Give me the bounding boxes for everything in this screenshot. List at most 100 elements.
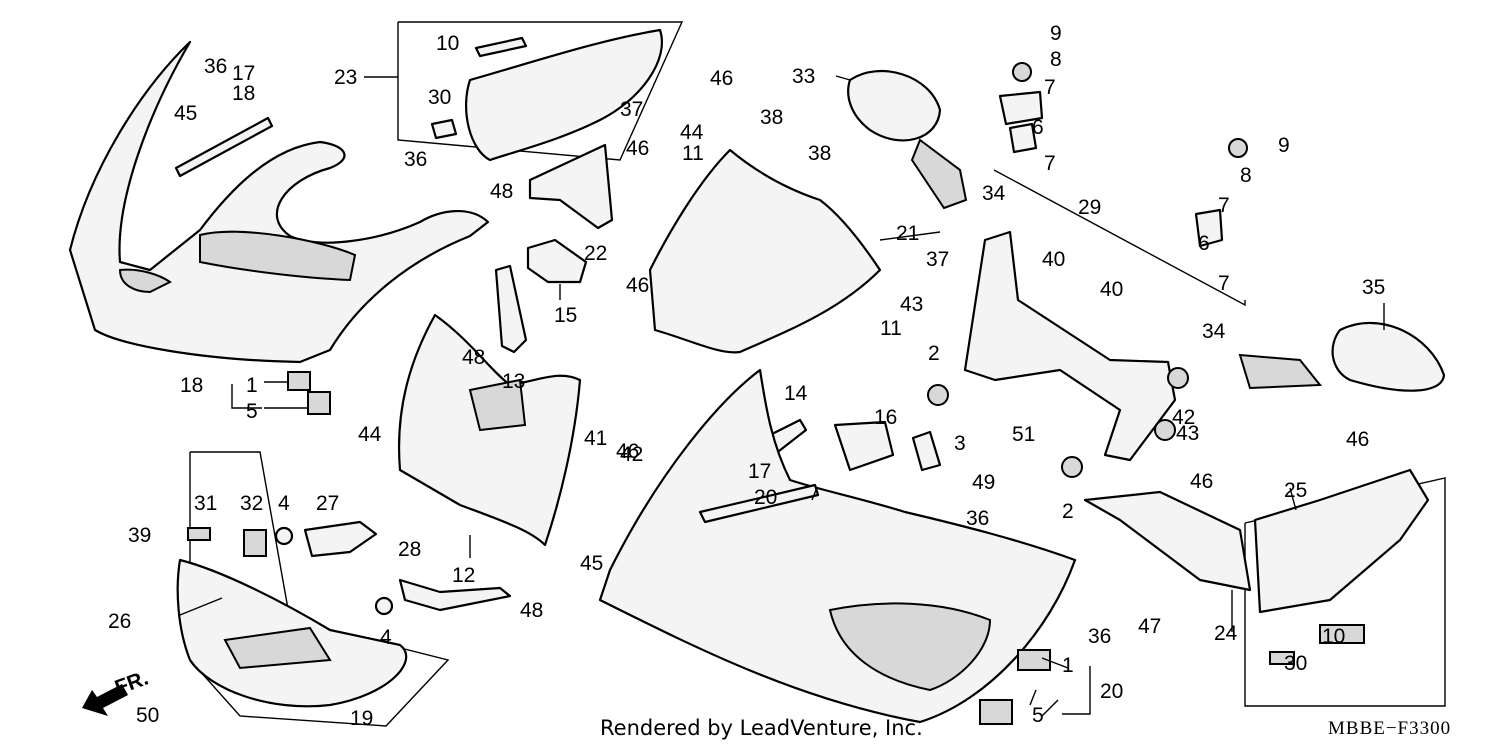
callout-37: 37 — [620, 98, 643, 121]
callout-44: 44 — [680, 121, 704, 144]
callout-2: 2 — [1062, 500, 1074, 523]
callout-19: 19 — [350, 707, 373, 730]
leader-line — [1041, 657, 1069, 669]
callout-3: 3 — [954, 432, 966, 455]
callout-30: 30 — [428, 86, 451, 109]
callout-45: 45 — [580, 552, 603, 575]
leader-line — [179, 597, 223, 616]
leader-line — [835, 75, 851, 81]
callout-51: 51 — [1012, 423, 1035, 446]
callout-32: 32 — [240, 492, 263, 515]
callout-48: 48 — [462, 346, 485, 369]
callout-38: 38 — [760, 106, 783, 129]
callout-1: 1 — [246, 374, 258, 397]
callout-9: 9 — [1050, 22, 1062, 45]
callout-36: 36 — [966, 507, 989, 530]
callout-37: 37 — [926, 248, 949, 271]
callout-44: 44 — [358, 423, 382, 446]
callout-50: 50 — [136, 704, 159, 727]
callout-27: 27 — [316, 492, 339, 515]
callout-28: 28 — [398, 538, 421, 561]
leader-lines — [179, 75, 1385, 717]
callout-7: 7 — [1218, 194, 1230, 217]
leader-line — [1029, 689, 1037, 706]
callout-23: 23 — [334, 66, 357, 89]
upper-cowl — [68, 40, 490, 364]
middle-cowl — [598, 368, 1077, 724]
windscreen — [648, 148, 882, 354]
callout-34: 34 — [982, 182, 1006, 205]
callout-46: 46 — [1190, 470, 1213, 493]
callout-39: 39 — [128, 524, 151, 547]
callout-45: 45 — [174, 102, 197, 125]
callout-24: 24 — [1214, 622, 1238, 645]
callout-48: 48 — [520, 599, 543, 622]
callout-35: 35 — [1362, 276, 1385, 299]
callout-46: 46 — [1346, 428, 1369, 451]
callout-21: 21 — [896, 222, 919, 245]
credit-text: Rendered by LeadVenture, Inc. — [600, 716, 923, 740]
callout-49: 49 — [972, 471, 995, 494]
callout-12: 12 — [452, 564, 475, 587]
callout-38: 38 — [808, 142, 831, 165]
callout-36: 36 — [204, 55, 227, 78]
callout-8: 8 — [1050, 48, 1062, 71]
callout-17: 17 — [232, 62, 255, 85]
callout-20: 20 — [754, 486, 777, 509]
callout-46: 46 — [710, 67, 733, 90]
callout-6: 6 — [1198, 232, 1210, 255]
callout-40: 40 — [1042, 248, 1065, 271]
callout-20: 20 — [1100, 680, 1123, 703]
under-cowl-upper — [430, 28, 663, 162]
mirrors — [847, 70, 1446, 392]
callout-36: 36 — [404, 148, 427, 171]
inner-panel — [397, 313, 582, 547]
callout-22: 22 — [584, 242, 607, 265]
callout-16: 16 — [874, 406, 897, 429]
callout-41: 41 — [584, 427, 607, 450]
callout-1: 1 — [1062, 654, 1074, 677]
callout-26: 26 — [108, 610, 131, 633]
callout-42: 42 — [620, 443, 643, 466]
callout-46: 46 — [626, 137, 649, 160]
callout-47: 47 — [1138, 615, 1161, 638]
direction-label: FR. — [112, 667, 152, 700]
leader-line — [1041, 699, 1059, 717]
callout-46: 46 — [626, 274, 649, 297]
callout-36: 36 — [1088, 625, 1111, 648]
callout-10: 10 — [1322, 625, 1345, 648]
callout-8: 8 — [1240, 164, 1252, 187]
callout-25: 25 — [1284, 479, 1307, 502]
hardware — [187, 62, 1365, 725]
callout-40: 40 — [1100, 278, 1123, 301]
callout-46: 46 — [616, 440, 639, 463]
callout-34: 34 — [1202, 320, 1226, 343]
leader-line — [811, 489, 817, 501]
callout-42: 42 — [1172, 406, 1195, 429]
callout-30: 30 — [1284, 652, 1307, 675]
callout-9: 9 — [1278, 134, 1290, 157]
callout-10: 10 — [436, 32, 459, 55]
lower-cowl-right — [1083, 468, 1430, 614]
callout-29: 29 — [1078, 196, 1101, 219]
callout-18: 18 — [180, 374, 203, 397]
callout-18: 18 — [232, 82, 255, 105]
leader-line — [879, 231, 941, 241]
callout-43: 43 — [1176, 422, 1199, 445]
callout-6: 6 — [1032, 116, 1044, 139]
stays — [303, 143, 942, 612]
callout-48: 48 — [490, 180, 513, 203]
stay-frame — [963, 90, 1224, 462]
callout-43: 43 — [900, 293, 923, 316]
callout-13: 13 — [502, 370, 525, 393]
callout-4: 4 — [278, 492, 290, 515]
callout-4: 4 — [380, 626, 392, 649]
leader-line — [1289, 487, 1297, 511]
callout-numbers: 1122344556677778899101011111213141516171… — [108, 22, 1385, 730]
callout-14: 14 — [784, 382, 808, 405]
callout-5: 5 — [1032, 704, 1044, 727]
callout-31: 31 — [194, 492, 217, 515]
callout-5: 5 — [246, 400, 258, 423]
under-cowl-lower — [176, 558, 408, 708]
